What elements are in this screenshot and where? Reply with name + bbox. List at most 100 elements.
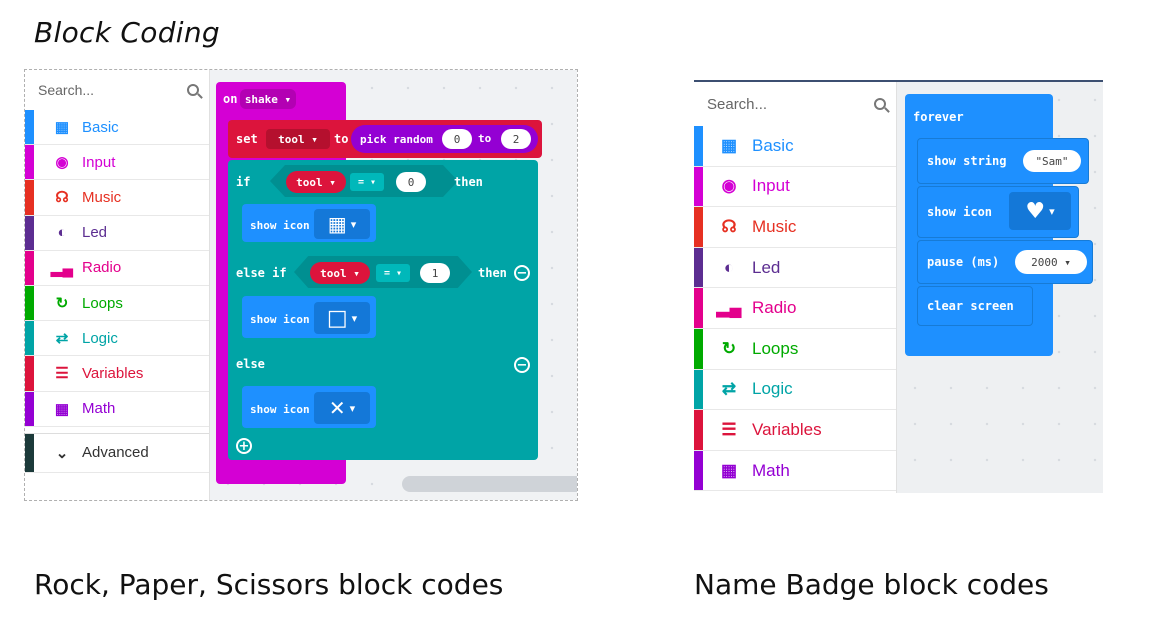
search-input[interactable]: Search...	[25, 70, 209, 110]
category-advanced[interactable]: ⌄Advanced	[25, 432, 209, 473]
category-math[interactable]: ▦Math	[25, 391, 209, 427]
to-keyword-2: to	[478, 132, 492, 145]
heart-icon: ♥	[1025, 198, 1046, 224]
shake-value: shake	[244, 92, 278, 106]
toggle-icon: ◐	[723, 257, 735, 277]
to-keyword: to	[334, 132, 349, 146]
category-basic[interactable]: ▦Basic	[694, 126, 896, 167]
category-loops[interactable]: ↻ Loops	[694, 328, 896, 370]
shuffle-icon: ⇄	[721, 379, 737, 399]
search-icon[interactable]	[874, 98, 886, 110]
code-workspace[interactable]: on shake ▾ set tool ▾ to pick random 0 t…	[210, 70, 577, 500]
pause-value: 2000	[1031, 255, 1058, 269]
target-icon: ◉	[55, 154, 69, 172]
string-value-input[interactable]: "Sam"	[1023, 150, 1081, 172]
refresh-icon: ↻	[721, 338, 737, 358]
refresh-icon: ↻	[55, 295, 69, 313]
category-logic[interactable]: ⇄Logic	[25, 321, 209, 357]
search-placeholder: Search...	[38, 82, 95, 98]
led-square-icon: □	[326, 305, 348, 331]
random-max-input[interactable]: 2	[501, 129, 531, 149]
shake-dropdown[interactable]: shake ▾	[240, 89, 296, 109]
tool-value: tool	[278, 132, 305, 146]
category-color-bar	[25, 356, 34, 391]
category-basic[interactable]: ▦Basic	[25, 110, 209, 146]
led-picker-heart[interactable]: ♥▾	[1009, 192, 1071, 230]
pause-duration-dropdown[interactable]: 2000 ▾	[1015, 250, 1087, 274]
category-music[interactable]: ☊Music	[25, 180, 209, 216]
compare-value-input-2[interactable]: 1	[420, 263, 450, 283]
category-color-bar	[25, 250, 34, 285]
category-label: Input	[82, 153, 116, 171]
editor-right: Search... ▦Basic ◉ Input ☊Music ◐Led ▂▄Ra…	[694, 80, 1103, 493]
chevron-down-icon: ▾	[350, 217, 357, 231]
category-logic[interactable]: ⇄Logic	[694, 369, 896, 411]
clear-screen-block[interactable]	[917, 286, 1033, 326]
operator-value: =	[383, 267, 390, 279]
set-keyword: set	[236, 132, 258, 146]
calculator-icon: ▦	[720, 460, 738, 480]
pause-label: pause (ms)	[927, 255, 1000, 269]
add-else-if-icon[interactable]: +	[236, 438, 252, 454]
chevron-down-icon: ▾	[1049, 204, 1055, 218]
equals-dropdown-2[interactable]: = ▾	[376, 264, 410, 282]
tool-value: tool	[320, 266, 347, 280]
remove-else-if-icon[interactable]: −	[514, 265, 530, 281]
category-color-bar	[694, 288, 703, 328]
random-min-input[interactable]: 0	[442, 129, 472, 149]
calculator-icon: ▦	[54, 400, 70, 418]
category-color-bar	[25, 321, 34, 356]
search-icon[interactable]	[187, 84, 199, 96]
category-label: Loops	[82, 294, 123, 312]
category-label: Input	[752, 176, 790, 196]
editor-left: Search... ▦Basic ◉ Input ☊Music ◐Led ▂▄Ra…	[24, 69, 578, 501]
category-variables[interactable]: ☰Variables	[694, 410, 896, 451]
tool-variable-1[interactable]: tool ▾	[286, 171, 346, 193]
led-picker-2[interactable]: □▾	[314, 302, 370, 334]
category-color-bar	[25, 110, 34, 145]
led-picker-3[interactable]: ✕▾	[314, 392, 370, 424]
category-label: Math	[752, 460, 790, 480]
else-if-keyword: else if	[236, 266, 287, 280]
category-variables[interactable]: ☰Variables	[25, 356, 209, 392]
category-music[interactable]: ☊Music	[694, 207, 896, 248]
show-string-label: show string	[927, 154, 1007, 168]
horizontal-scrollbar[interactable]	[402, 476, 577, 492]
category-color-bar	[694, 247, 703, 288]
caption-right: Name Badge block codes	[694, 568, 1049, 601]
category-math[interactable]: ▦ Math	[694, 450, 896, 492]
category-color-bar	[694, 126, 703, 166]
compare-value-input-1[interactable]: 0	[396, 172, 426, 192]
category-color-bar	[25, 180, 34, 215]
category-radio[interactable]: ▂▄Radio	[694, 288, 896, 329]
category-led[interactable]: ◐Led	[25, 215, 209, 251]
on-keyword: on	[223, 92, 238, 106]
tool-variable-2[interactable]: tool ▾	[310, 262, 370, 284]
target-icon: ◉	[721, 176, 737, 196]
category-input[interactable]: ◉ Input	[694, 166, 896, 208]
category-led[interactable]: ◐Led	[694, 247, 896, 289]
chevron-down-icon: ⌄	[55, 444, 69, 462]
remove-else-icon[interactable]: −	[514, 357, 530, 373]
equals-dropdown[interactable]: = ▾	[350, 173, 384, 191]
tool-variable-dropdown[interactable]: tool ▾	[266, 129, 330, 149]
led-pattern-icon: ▦	[327, 212, 347, 236]
grid-icon: ▦	[720, 135, 738, 155]
toolbox: Search... ▦Basic ◉ Input ☊Music ◐Led ▂▄Ra…	[25, 70, 210, 500]
category-color-bar	[694, 328, 703, 369]
category-radio[interactable]: ▂▄Radio	[25, 250, 209, 286]
search-placeholder: Search...	[707, 95, 768, 113]
category-label: Led	[82, 224, 108, 242]
led-picker-1[interactable]: ▦▾	[314, 209, 370, 239]
category-color-bar	[694, 207, 703, 247]
then-keyword: then	[454, 175, 483, 189]
search-input[interactable]: Search...	[694, 82, 896, 126]
show-icon-label: show icon	[250, 313, 310, 326]
category-loops[interactable]: ↻ Loops	[25, 285, 209, 322]
category-label: Loops	[752, 338, 799, 358]
category-input[interactable]: ◉ Input	[25, 145, 209, 181]
chevron-down-icon: ▾	[351, 311, 358, 325]
category-color-bar	[694, 166, 703, 207]
code-workspace[interactable]: forever show string "Sam" show icon ♥▾ p…	[897, 82, 1103, 493]
then-keyword-2: then	[478, 266, 507, 280]
